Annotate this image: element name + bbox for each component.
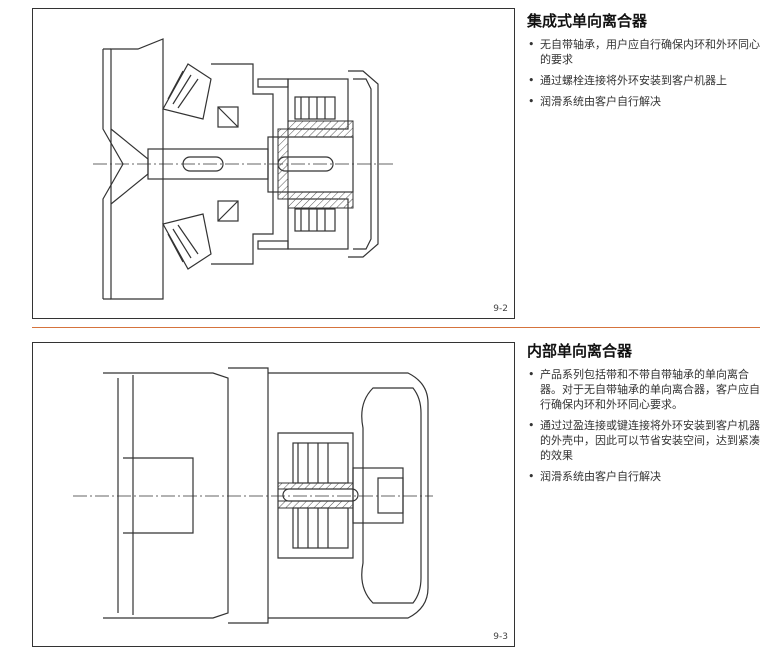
bullet-item: 润滑系统由客户自行解决 <box>527 469 765 484</box>
section-divider <box>32 327 760 328</box>
section-internal-clutch: 内部单向离合器 产品系列包括带和不带自带轴承的单向离合器。对于无自带轴承的单向离… <box>527 340 765 490</box>
figure-internal-clutch: 9-3 <box>32 342 515 647</box>
section-title: 内部单向离合器 <box>527 342 633 360</box>
bullet-item: 无自带轴承，用户应自行确保内环和外环同心的要求 <box>527 37 765 67</box>
bullet-item: 通过螺栓连接将外环安装到客户机器上 <box>527 73 765 88</box>
section-integrated-clutch: 集成式单向离合器 无自带轴承，用户应自行确保内环和外环同心的要求 通过螺栓连接将… <box>527 10 765 115</box>
bullet-list: 无自带轴承，用户应自行确保内环和外环同心的要求 通过螺栓连接将外环安装到客户机器… <box>527 37 765 109</box>
bullet-item: 润滑系统由客户自行解决 <box>527 94 765 109</box>
figure-integrated-clutch: 9-2 <box>32 8 515 319</box>
figure-label: 9-3 <box>493 632 508 642</box>
integrated-clutch-drawing <box>93 38 393 300</box>
section-title: 集成式单向离合器 <box>527 12 648 30</box>
bullet-item: 产品系列包括带和不带自带轴承的单向离合器。对于无自带轴承的单向离合器，客户应自行… <box>527 367 765 412</box>
figure-label: 9-2 <box>493 304 508 314</box>
internal-clutch-drawing <box>73 367 433 624</box>
bullet-list: 产品系列包括带和不带自带轴承的单向离合器。对于无自带轴承的单向离合器，客户应自行… <box>527 367 765 484</box>
bullet-item: 通过过盈连接或键连接将外环安装到客户机器的外壳中，因此可以节省安装空间，达到紧凑… <box>527 418 765 463</box>
